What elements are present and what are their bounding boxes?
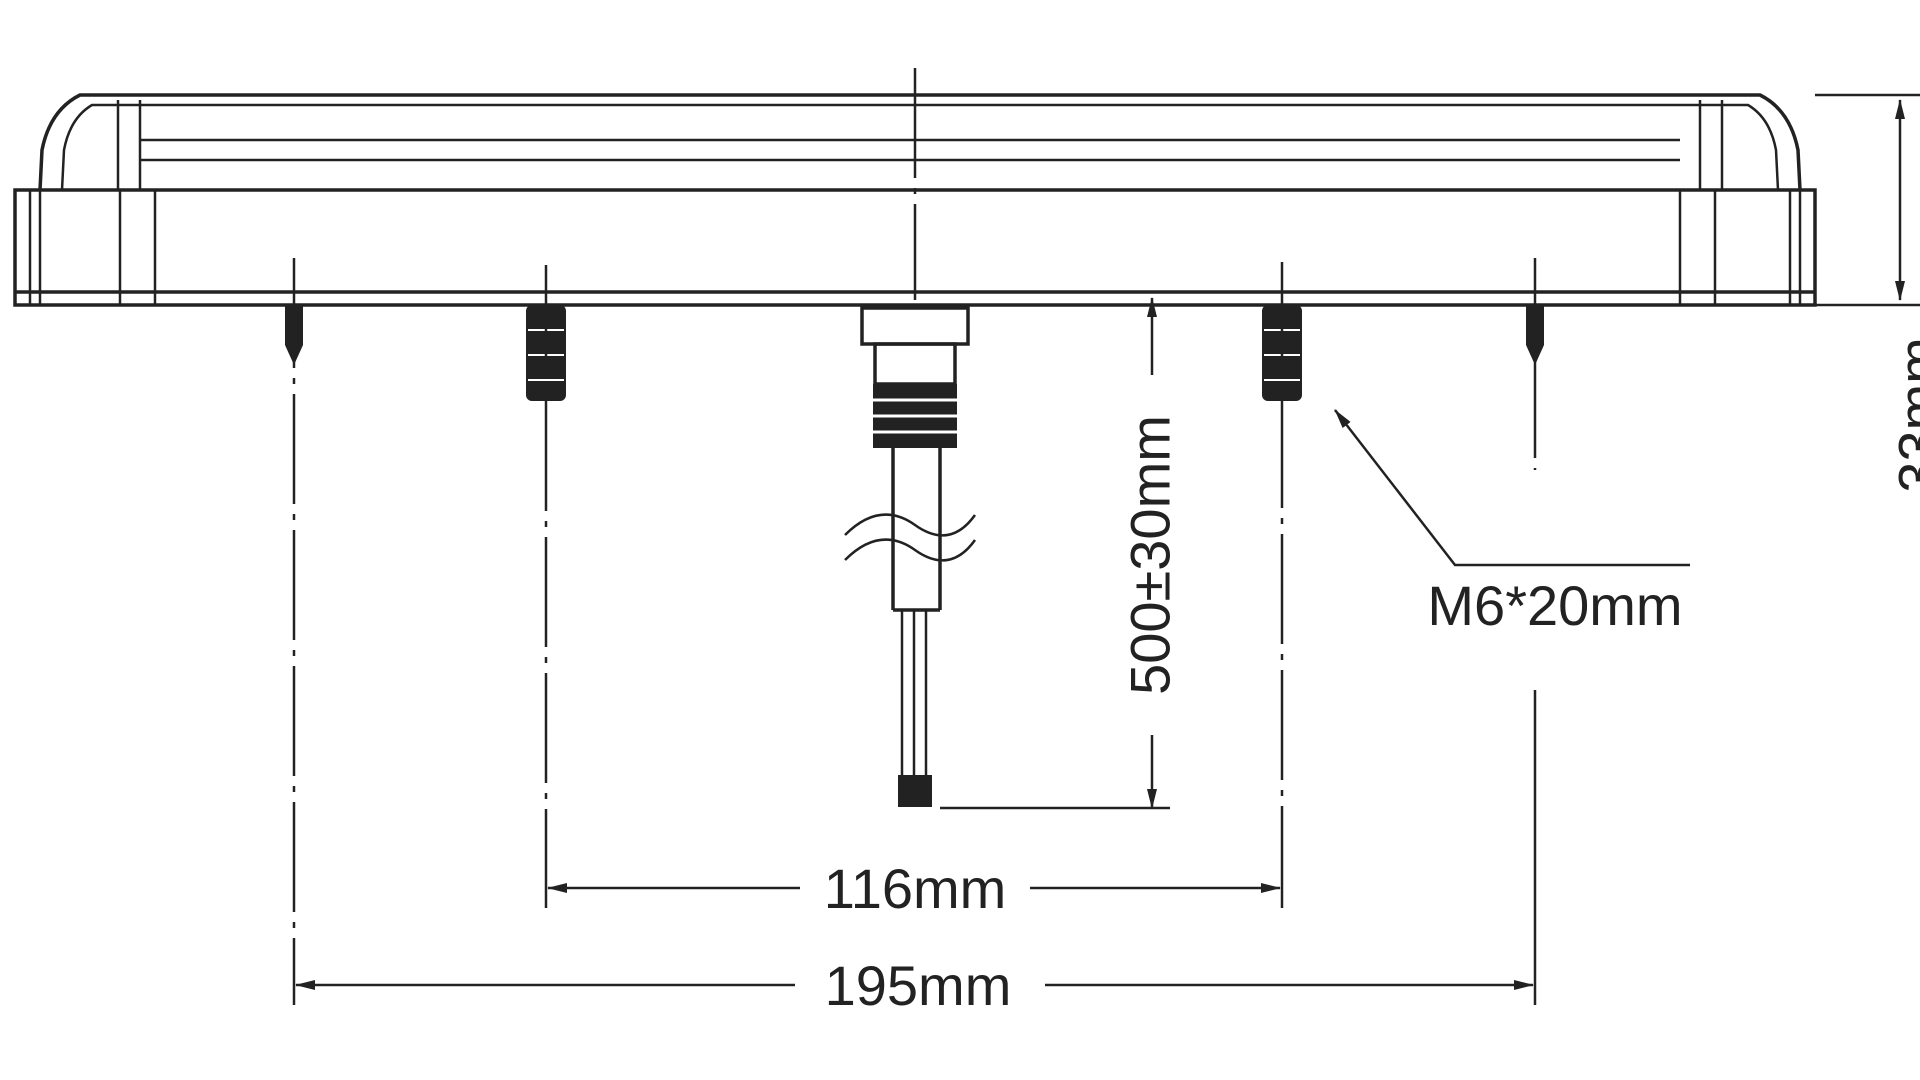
dimension-inner-spacing: 116mm xyxy=(547,857,1281,920)
dimension-outer-spacing: 195mm xyxy=(295,954,1534,1017)
outer-spacing-label: 195mm xyxy=(825,954,1012,1017)
lamp-lens-inner-1 xyxy=(60,103,1780,191)
dimension-cable-length: 500±30mm xyxy=(1119,297,1182,809)
cable-break-1 xyxy=(844,513,977,537)
cable-gland-body xyxy=(873,342,957,386)
bolt-label: M6*20mm xyxy=(1427,574,1682,637)
cable-break-2 xyxy=(844,538,977,562)
dimension-height: 33mm xyxy=(1887,99,1920,493)
wire-terminal xyxy=(898,775,932,807)
height-label: 33mm xyxy=(1887,337,1920,493)
extension-lines xyxy=(292,93,1920,1005)
cable-length-label: 500±30mm xyxy=(1119,415,1182,695)
lamp-lens-outline xyxy=(38,93,1802,191)
bolt-callout: M6*20mm xyxy=(1334,409,1690,637)
inner-spacing-label: 116mm xyxy=(824,857,1007,920)
cable-assembly xyxy=(844,306,977,807)
cable-gland-nut xyxy=(860,306,970,346)
bolt-leader-line xyxy=(1334,409,1690,567)
